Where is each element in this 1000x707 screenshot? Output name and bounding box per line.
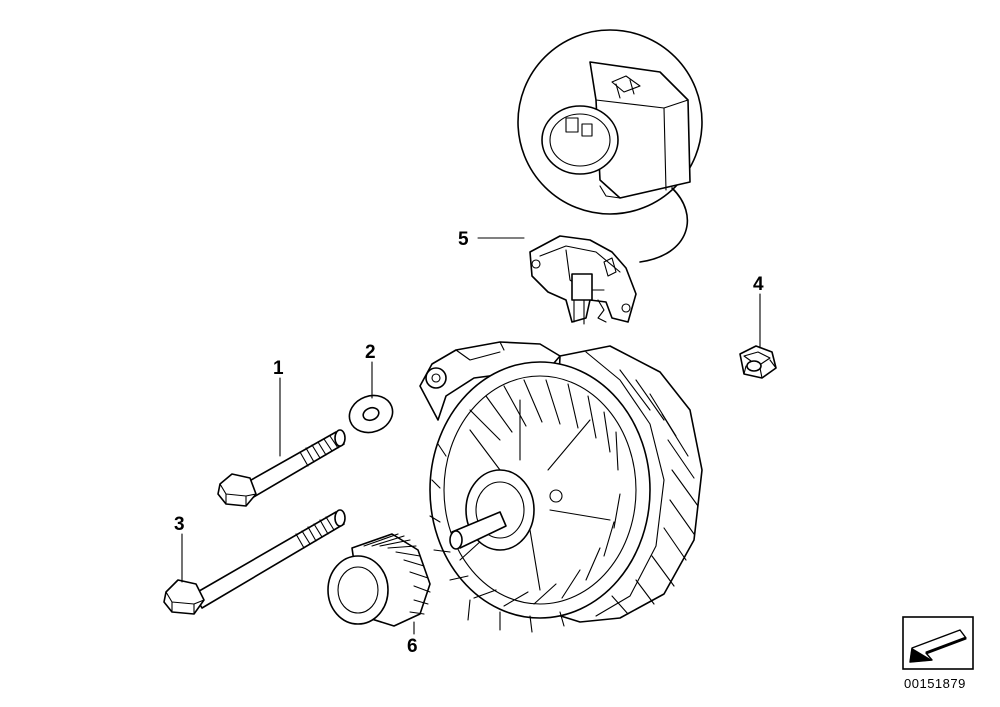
hex-nut: [739, 345, 777, 379]
connector-detail-view: [517, 29, 703, 263]
voltage-regulator: [529, 235, 637, 325]
alternator: [419, 341, 703, 633]
washer: [348, 394, 394, 434]
belt-pulley: [327, 533, 431, 627]
hex-bolt-upper: [217, 429, 346, 507]
callout-leaders: [181, 237, 761, 635]
callout-3: 3: [174, 514, 185, 535]
callout-5: 5: [458, 229, 469, 250]
callout-1: 1: [273, 358, 284, 379]
document-number: 00151879: [904, 676, 966, 691]
hex-bolt-lower: [163, 509, 346, 615]
callout-2: 2: [365, 342, 376, 363]
callout-6: 6: [407, 636, 418, 657]
direction-arrow-icon: [902, 616, 974, 670]
callout-4: 4: [753, 274, 764, 295]
